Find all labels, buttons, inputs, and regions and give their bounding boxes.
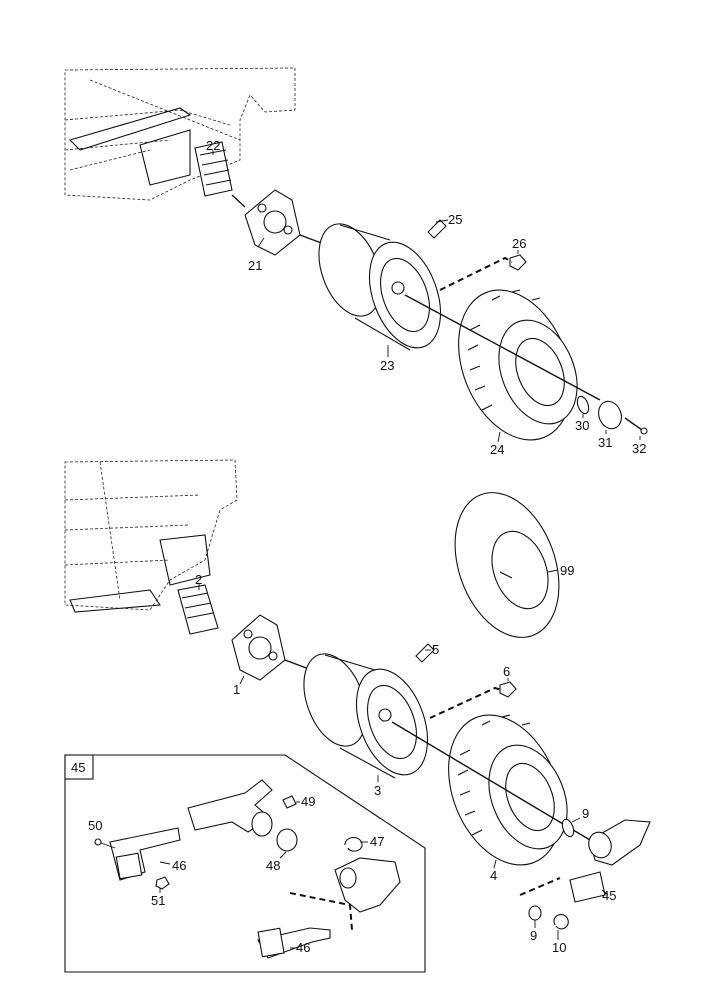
label-22: 22 (206, 138, 220, 153)
valve-25 (427, 219, 447, 239)
hub-1 (231, 614, 326, 681)
label-21: 21 (248, 258, 262, 273)
bushing-48 (276, 828, 298, 852)
label-5: 5 (432, 642, 439, 657)
label-4: 4 (490, 868, 497, 883)
washer-30 (576, 395, 590, 415)
label-32: 32 (632, 441, 646, 456)
bracket-2 (177, 584, 219, 635)
label-45: 45 (602, 888, 616, 903)
detail-box-45 (64, 754, 426, 973)
label-47: 47 (370, 834, 384, 849)
label-30: 30 (575, 418, 589, 433)
clip-47 (344, 836, 363, 852)
screw-50 (94, 838, 116, 849)
label-23: 23 (380, 358, 394, 373)
label-1: 1 (233, 682, 240, 697)
upper-frame-section (64, 67, 296, 201)
label-3: 3 (374, 783, 381, 798)
dashed-line-26 (439, 256, 513, 291)
lever-arm-upper (187, 779, 273, 837)
label-24: 24 (490, 442, 504, 457)
label-25: 25 (448, 212, 462, 227)
nut-6 (499, 681, 517, 698)
label-50: 50 (88, 818, 102, 833)
dashed-line-45 (519, 877, 561, 896)
plate-46-lower (257, 927, 331, 959)
tire-24 (458, 289, 578, 441)
tube-99 (454, 492, 560, 638)
axle-line-lower (391, 721, 591, 841)
label-46-lower: 46 (296, 940, 310, 955)
label-49: 49 (301, 794, 315, 809)
linkage-45 (569, 819, 651, 903)
label-9-lower: 9 (530, 928, 537, 943)
leader-lines (159, 150, 641, 949)
bolt-32 (624, 417, 648, 435)
label-6: 6 (503, 664, 510, 679)
bracket-lower-right (334, 857, 401, 913)
valve-5 (415, 643, 435, 663)
washer-9-lower (528, 905, 542, 921)
label-51: 51 (151, 893, 165, 908)
plate-46-upper (109, 827, 181, 881)
dashed-line-6 (429, 686, 503, 719)
part-number-labels: 22 21 25 26 23 24 30 31 32 2 99 1 5 6 3 … (71, 138, 646, 955)
label-10: 10 (552, 940, 566, 955)
label-31: 31 (598, 435, 612, 450)
cap-31 (598, 400, 622, 430)
lower-frame-section (64, 459, 238, 613)
nut-51 (155, 876, 170, 890)
label-99: 99 (560, 563, 574, 578)
clip-10 (553, 914, 569, 930)
label-45-box: 45 (71, 760, 85, 775)
axle-line-upper (404, 294, 601, 401)
label-48: 48 (266, 858, 280, 873)
label-46-upper: 46 (172, 858, 186, 873)
dashed-line-46 (289, 892, 353, 931)
washer-9-upper (561, 818, 575, 838)
rim-3 (303, 653, 429, 779)
label-2: 2 (195, 572, 202, 587)
label-9-upper: 9 (582, 806, 589, 821)
nut-26 (509, 254, 527, 271)
screw-49 (282, 795, 297, 809)
label-26: 26 (512, 236, 526, 251)
